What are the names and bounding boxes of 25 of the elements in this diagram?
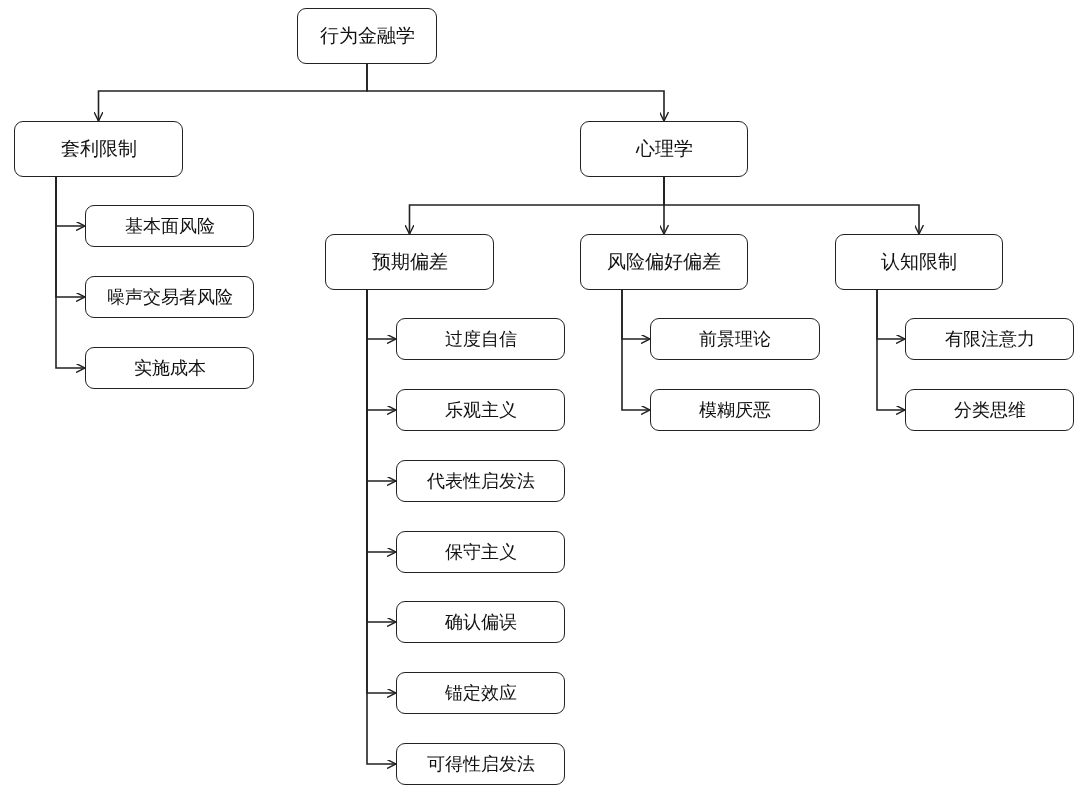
arrow bbox=[663, 176, 925, 235]
process-box: 基本面风险 bbox=[85, 205, 254, 247]
process-box: 实施成本 bbox=[85, 347, 254, 389]
arrow bbox=[876, 289, 906, 416]
process-box: 前景理论 bbox=[650, 318, 820, 360]
process-box: 预期偏差 bbox=[325, 234, 494, 290]
process-box: 噪声交易者风险 bbox=[85, 276, 254, 318]
arrow bbox=[366, 63, 670, 122]
process-box: 风险偏好偏差 bbox=[580, 234, 748, 290]
process-box: 保守主义 bbox=[396, 531, 565, 573]
process-box: 套利限制 bbox=[14, 121, 183, 177]
process-box: 模糊厌恶 bbox=[650, 389, 820, 431]
process-box: 过度自信 bbox=[396, 318, 565, 360]
process-box: 锚定效应 bbox=[396, 672, 565, 714]
arrow bbox=[55, 176, 86, 374]
process-box: 代表性启发法 bbox=[396, 460, 565, 502]
process-box: 可得性启发法 bbox=[396, 743, 565, 785]
process-box: 有限注意力 bbox=[905, 318, 1074, 360]
process-box: 心理学 bbox=[580, 121, 748, 177]
arrow bbox=[621, 289, 651, 416]
process-box: 行为金融学 bbox=[297, 8, 437, 64]
process-box: 乐观主义 bbox=[396, 389, 565, 431]
process-box: 分类思维 bbox=[905, 389, 1074, 431]
process-box: 认知限制 bbox=[835, 234, 1003, 290]
process-box: 确认偏误 bbox=[396, 601, 565, 643]
